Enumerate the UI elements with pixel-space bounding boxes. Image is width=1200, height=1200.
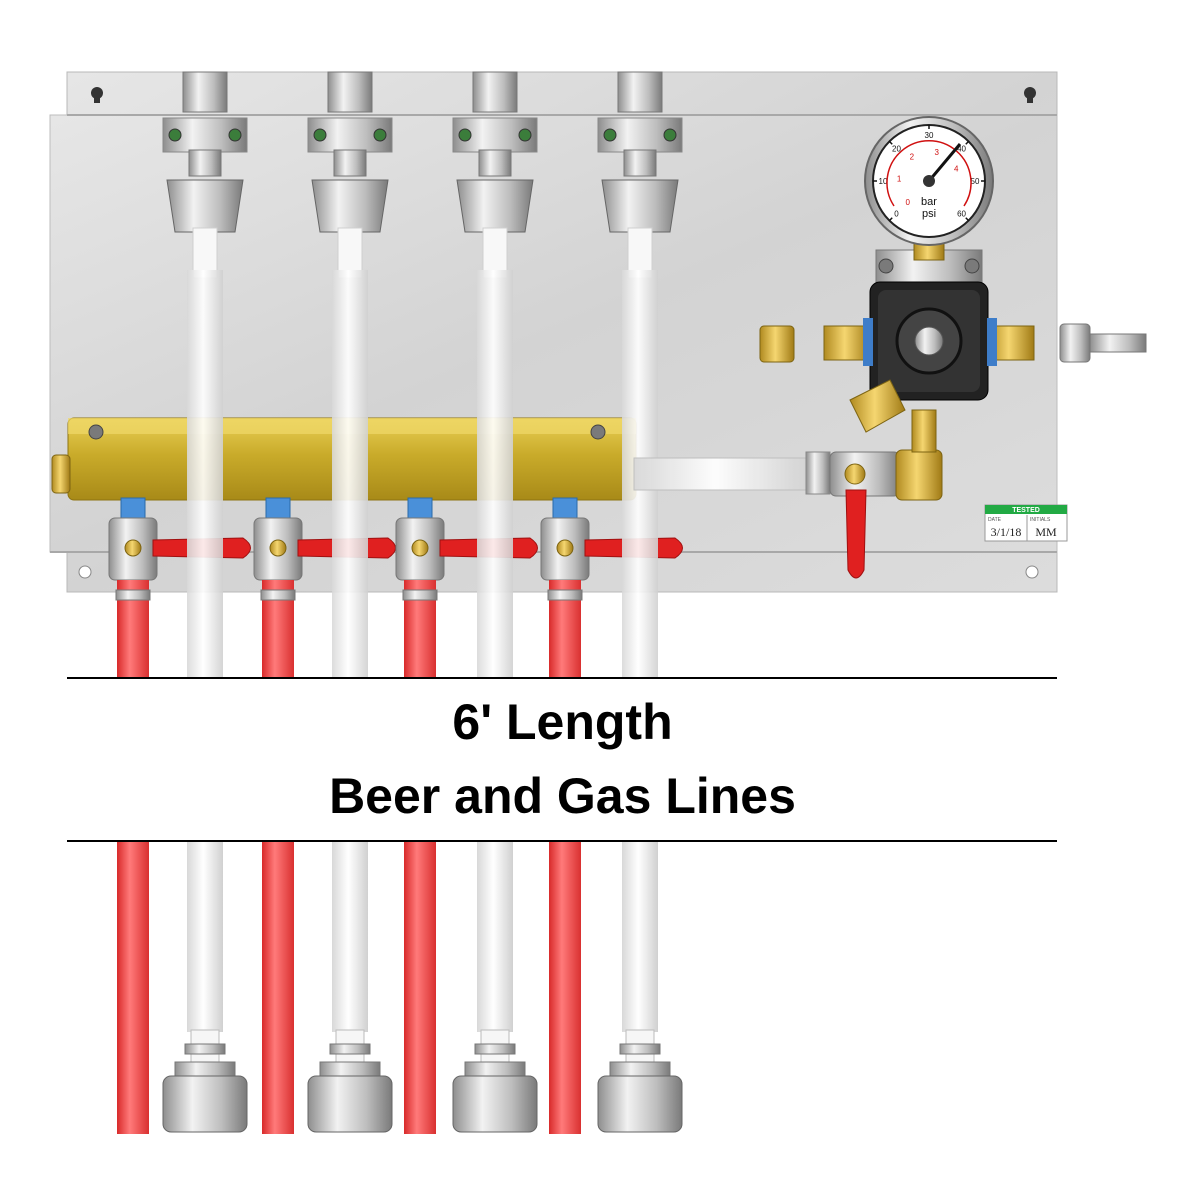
lower-line-ends bbox=[162, 1029, 683, 1133]
beer-lines bbox=[187, 227, 658, 1032]
shank-thread bbox=[327, 71, 373, 113]
screw-icon bbox=[373, 128, 387, 142]
shank-body bbox=[188, 149, 222, 177]
shank-thread bbox=[617, 71, 663, 113]
gauge-unit-psi: psi bbox=[922, 208, 936, 220]
hose-clamp bbox=[547, 589, 583, 601]
shank-body bbox=[333, 149, 367, 177]
hose-clamp bbox=[115, 589, 151, 601]
gauge-psi-tick: 20 bbox=[892, 144, 901, 153]
valve-stem bbox=[411, 539, 429, 557]
gauge-tick-mark bbox=[888, 217, 893, 222]
screw-icon bbox=[458, 128, 472, 142]
gas-line-lower bbox=[404, 842, 436, 1134]
beer-line-upper bbox=[477, 270, 513, 677]
beer-line-stub bbox=[337, 227, 363, 279]
caption-divider-bottom bbox=[67, 840, 1057, 842]
gauge-psi-tick: 30 bbox=[925, 131, 934, 140]
gauge-needle bbox=[927, 143, 962, 182]
shank-body bbox=[478, 149, 512, 177]
screw-icon bbox=[663, 128, 677, 142]
coupler-nut bbox=[597, 1075, 683, 1133]
co2-regulator bbox=[823, 225, 1035, 433]
oetiker-clamp bbox=[474, 1043, 516, 1055]
gauge-bar-tick: 0 bbox=[906, 198, 911, 207]
gas-line-lower bbox=[262, 842, 294, 1134]
shank-nut bbox=[311, 179, 389, 233]
coupler-nut bbox=[162, 1075, 248, 1133]
beer-line-lower bbox=[622, 842, 658, 1032]
beer-line-upper bbox=[332, 270, 368, 677]
screw-icon bbox=[168, 128, 182, 142]
valve-stem bbox=[269, 539, 287, 557]
beer-line-lower bbox=[332, 842, 368, 1032]
screw-icon bbox=[228, 128, 242, 142]
beer-line-stub bbox=[627, 227, 653, 279]
gauge-tick-mark bbox=[888, 140, 893, 145]
tested-tag-initials-label: INITIALS bbox=[1030, 517, 1051, 523]
gauge-psi-tick: 60 bbox=[957, 210, 966, 219]
tested-tag-date: 3/1/18 bbox=[991, 525, 1022, 539]
hose-clamp bbox=[402, 589, 438, 601]
supply-tube bbox=[633, 451, 831, 495]
beer-outlet-fittings bbox=[162, 71, 683, 233]
gauge-bar-tick: 3 bbox=[935, 148, 940, 157]
gas-lines bbox=[115, 580, 583, 1134]
gauge-psi-tick: 40 bbox=[957, 144, 966, 153]
gauge-unit-bar: bar bbox=[921, 196, 937, 208]
coupler-nut bbox=[452, 1075, 538, 1133]
tested-tag-initials: MM bbox=[1035, 525, 1057, 539]
coupler-nut bbox=[307, 1075, 393, 1133]
gas-line-lower bbox=[117, 842, 149, 1134]
caption-divider-top bbox=[67, 677, 1057, 679]
main-shutoff-valve bbox=[829, 409, 943, 579]
gauge-psi-tick: 0 bbox=[894, 210, 899, 219]
barb-fitting bbox=[1059, 323, 1147, 363]
tested-tag-date-label: DATE bbox=[988, 517, 1002, 523]
oetiker-clamp bbox=[184, 1043, 226, 1055]
gauge-psi-tick: 10 bbox=[879, 177, 888, 186]
screw-icon bbox=[518, 128, 532, 142]
pressure-gauge: 0 10 20 30 40 50 60 0 1 2 3 4 bar psi bbox=[864, 116, 994, 246]
mounting-hole-icon bbox=[78, 565, 1039, 579]
valve-collar bbox=[552, 497, 578, 519]
valve-collar bbox=[120, 497, 146, 519]
caption-lines: Beer and Gas Lines bbox=[329, 768, 796, 824]
oetiker-clamp bbox=[329, 1043, 371, 1055]
valve-collar bbox=[265, 497, 291, 519]
shank-body bbox=[623, 149, 657, 177]
gauge-bar-arc bbox=[886, 140, 972, 207]
valve-stem bbox=[556, 539, 574, 557]
beer-line-upper bbox=[187, 270, 223, 677]
beer-line-lower bbox=[477, 842, 513, 1032]
oetiker-clamp bbox=[619, 1043, 661, 1055]
tested-tag: TESTED DATE INITIALS 3/1/18 MM bbox=[984, 504, 1068, 542]
valve-stem bbox=[124, 539, 142, 557]
gas-line-lower bbox=[549, 842, 581, 1134]
gauge-bar-tick: 2 bbox=[910, 152, 915, 161]
hose-clamp bbox=[260, 589, 296, 601]
gauge-bar-tick: 1 bbox=[897, 174, 902, 183]
screw-icon bbox=[603, 128, 617, 142]
beer-line-lower bbox=[187, 842, 223, 1032]
keyhole-slot-icon bbox=[91, 87, 1036, 103]
shank-nut bbox=[601, 179, 679, 233]
shank-thread bbox=[472, 71, 518, 113]
gauge-psi-tick: 50 bbox=[971, 177, 980, 186]
shank-nut bbox=[456, 179, 534, 233]
gauge-bar-tick: 4 bbox=[954, 164, 959, 173]
valve-collar bbox=[407, 497, 433, 519]
shank-thread bbox=[182, 71, 228, 113]
caption-length: 6' Length bbox=[452, 694, 673, 750]
screw-icon bbox=[313, 128, 327, 142]
gauge-tick-mark bbox=[965, 140, 970, 145]
shank-nut bbox=[166, 179, 244, 233]
tested-tag-header: TESTED bbox=[1012, 507, 1040, 514]
gauge-scale: 0 10 20 30 40 50 60 0 1 2 3 4 bbox=[873, 125, 985, 222]
gas-inlet-nut bbox=[759, 325, 795, 363]
gauge-tick-mark bbox=[965, 217, 970, 222]
